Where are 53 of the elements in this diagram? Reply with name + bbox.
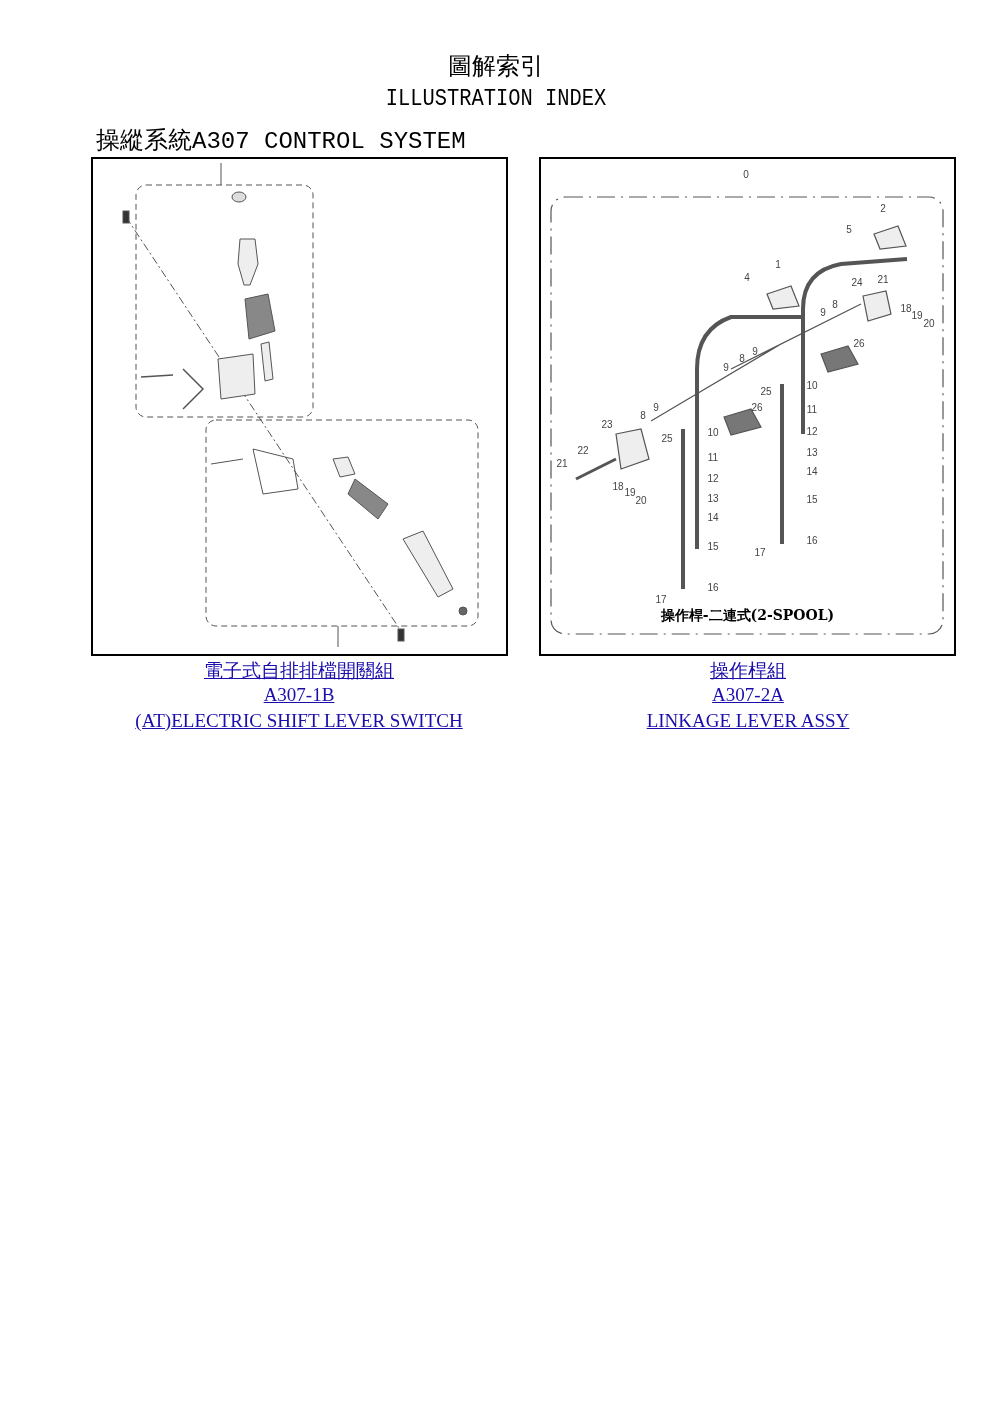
callout-number: 22 xyxy=(577,444,589,456)
callout-number: 9 xyxy=(820,306,826,318)
document-link: (AT)ELECTRIC SHIFT LEVER SWITCH xyxy=(135,710,463,732)
callout-number: 13 xyxy=(806,446,818,458)
callout-number: 19 xyxy=(911,309,923,321)
callout-number: 14 xyxy=(707,511,719,523)
callout-number: 8 xyxy=(739,352,745,364)
figure-caption: 操作桿-二連式(2-SPOOL) xyxy=(659,607,836,625)
callout-number: 16 xyxy=(707,581,719,593)
callout-number: 20 xyxy=(923,317,935,329)
callout-number: 17 xyxy=(754,546,766,558)
document-link: LINKAGE LEVER ASSY xyxy=(646,710,850,732)
callout-number: 9 xyxy=(653,401,659,413)
callout-number: 16 xyxy=(806,534,818,546)
callout-number: 15 xyxy=(707,540,719,552)
callout-number: 13 xyxy=(707,492,719,504)
callout-number: 18 xyxy=(900,302,912,314)
callout-number: 15 xyxy=(806,493,818,505)
callout-number: 11 xyxy=(806,403,818,415)
callout-number: 11 xyxy=(707,451,719,463)
callout-number: 14 xyxy=(806,465,818,477)
callout-number: 24 xyxy=(851,276,863,288)
callout-number: 20 xyxy=(635,494,647,506)
callout-number: 17 xyxy=(655,593,667,605)
callout-number: 12 xyxy=(806,425,818,437)
callout-number: 9 xyxy=(752,345,758,357)
callout-number: 2 xyxy=(880,202,886,214)
callout-number: 25 xyxy=(661,432,673,444)
callout-number: 10 xyxy=(806,379,818,391)
callout-number: 21 xyxy=(556,457,568,469)
callout-number: 19 xyxy=(624,486,636,498)
callout-number: 8 xyxy=(640,409,646,421)
callout-number: 25 xyxy=(760,385,772,397)
callout-number: 21 xyxy=(877,273,889,285)
callout-number: 1 xyxy=(775,258,781,270)
callout-number: 18 xyxy=(612,480,624,492)
callout-number: 0 xyxy=(743,168,749,180)
document-link: 操作桿組 xyxy=(710,659,786,683)
section-heading: 操縱系統A307 CONTROL SYSTEM xyxy=(96,127,466,156)
document-link: 電子式自排排檔開關組 xyxy=(204,659,394,683)
callout-number: 10 xyxy=(707,426,719,438)
callout-number: 5 xyxy=(846,223,852,235)
callout-number: 4 xyxy=(744,271,750,283)
callout-number: 23 xyxy=(601,418,613,430)
document-link: A307-1B xyxy=(263,684,335,706)
callout-number: 9 xyxy=(723,361,729,373)
callout-number: 26 xyxy=(853,337,865,349)
document-link: A307-2A xyxy=(712,684,784,706)
subtitle: ILLUSTRATION INDEX xyxy=(384,85,608,112)
callout-number: 12 xyxy=(707,472,719,484)
callout-number: 8 xyxy=(832,298,838,310)
page-title: 圖解索引 xyxy=(447,51,545,82)
callout-number: 26 xyxy=(751,401,763,413)
